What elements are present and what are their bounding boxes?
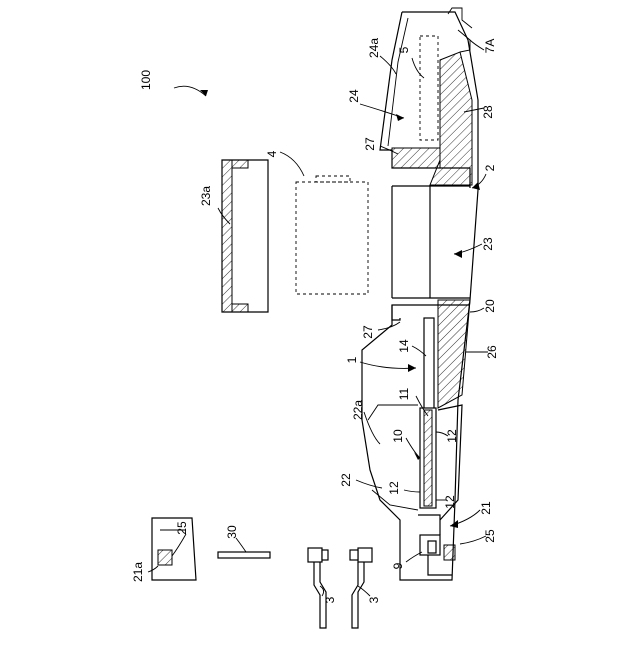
battery-4 [296, 176, 368, 294]
motor-10 [424, 410, 432, 506]
label-11: 11 [397, 387, 411, 400]
label-5: 5 [397, 46, 411, 53]
label-1: 1 [345, 356, 359, 363]
label-2: 2 [483, 164, 497, 171]
pin-3-left [308, 548, 328, 628]
label-23: 23 [481, 237, 495, 251]
plate-30 [218, 552, 270, 558]
label-25-left: 25 [175, 521, 189, 535]
label-21: 21 [479, 501, 493, 515]
leader-lines [148, 40, 488, 596]
hatched-region-26 [438, 300, 470, 408]
housing-body-2 [362, 8, 478, 580]
label-14: 14 [397, 339, 411, 353]
label-12-a: 12 [445, 429, 459, 443]
label-25-right: 25 [483, 529, 497, 543]
component-5-dashed [420, 36, 438, 140]
label-27-mid: 27 [361, 325, 375, 339]
label-28: 28 [481, 105, 495, 119]
label-10: 10 [391, 429, 405, 443]
label-21a: 21a [131, 562, 145, 582]
shaft-14 [424, 318, 434, 410]
label-30: 30 [225, 525, 239, 539]
label-100: 100 [139, 70, 153, 90]
label-3-right: 3 [367, 596, 381, 603]
label-27-top: 27 [363, 137, 377, 151]
label-24: 24 [347, 89, 361, 103]
part-21a [152, 518, 196, 580]
label-3-left: 3 [323, 596, 337, 603]
cover-23a [222, 160, 268, 312]
label-20: 20 [483, 299, 497, 313]
label-4: 4 [265, 150, 279, 157]
label-12-c: 12 [443, 495, 457, 509]
label-26: 26 [485, 345, 499, 359]
label-7A: 7A [483, 39, 497, 54]
label-12-b: 12 [387, 481, 401, 495]
label-24a: 24a [367, 38, 381, 58]
label-23a: 23a [199, 186, 213, 206]
label-9: 9 [391, 562, 405, 569]
label-22a: 22a [351, 400, 365, 420]
label-22: 22 [339, 473, 353, 487]
